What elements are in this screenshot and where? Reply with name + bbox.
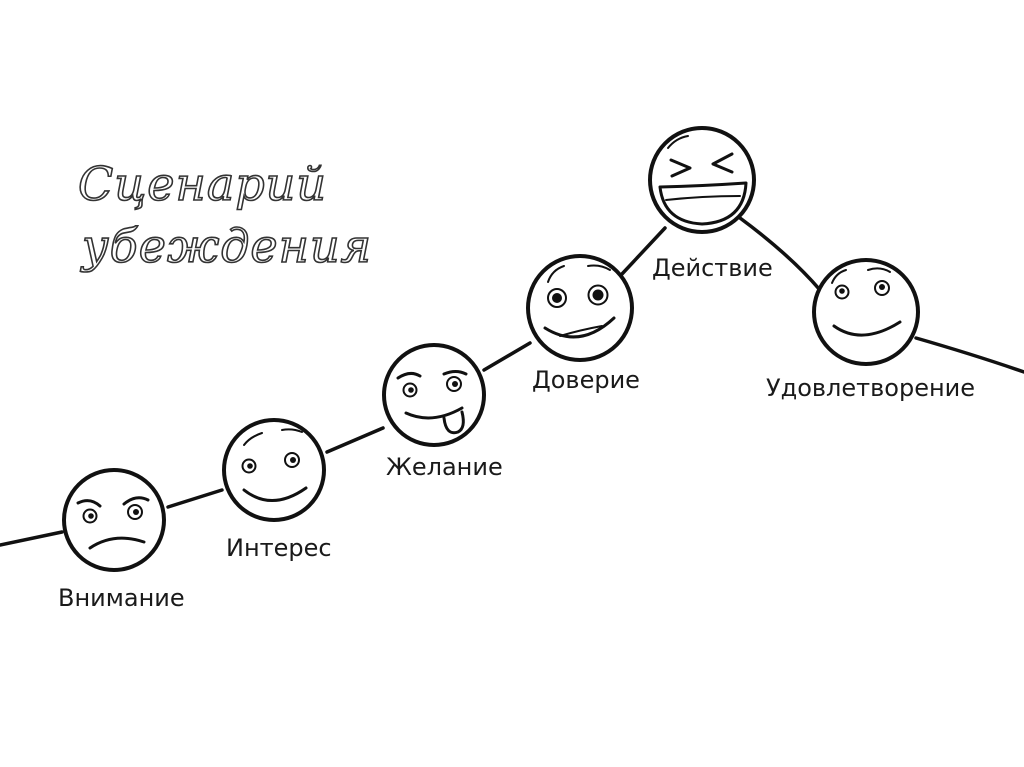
face-trust — [526, 254, 634, 362]
face-satisfaction — [812, 258, 920, 366]
stage-label-interest: Интерес — [226, 534, 332, 562]
stage-label-action: Действие — [652, 254, 773, 282]
journey-curve — [0, 216, 1024, 547]
face-desire — [382, 343, 486, 447]
stage-label-trust: Доверие — [532, 366, 640, 394]
title-line-2: убеждения — [80, 219, 372, 273]
stage-label-attention: Внимание — [58, 584, 185, 612]
diagram-title: Сценарий убеждения — [77, 156, 372, 274]
stage-label-satisfaction: Удовлетворение — [766, 374, 975, 402]
title-line-1: Сценарий — [78, 157, 327, 211]
stage-label-desire: Желание — [386, 453, 503, 481]
face-interest — [222, 418, 326, 522]
face-action — [648, 126, 756, 234]
face-attention — [62, 468, 166, 572]
